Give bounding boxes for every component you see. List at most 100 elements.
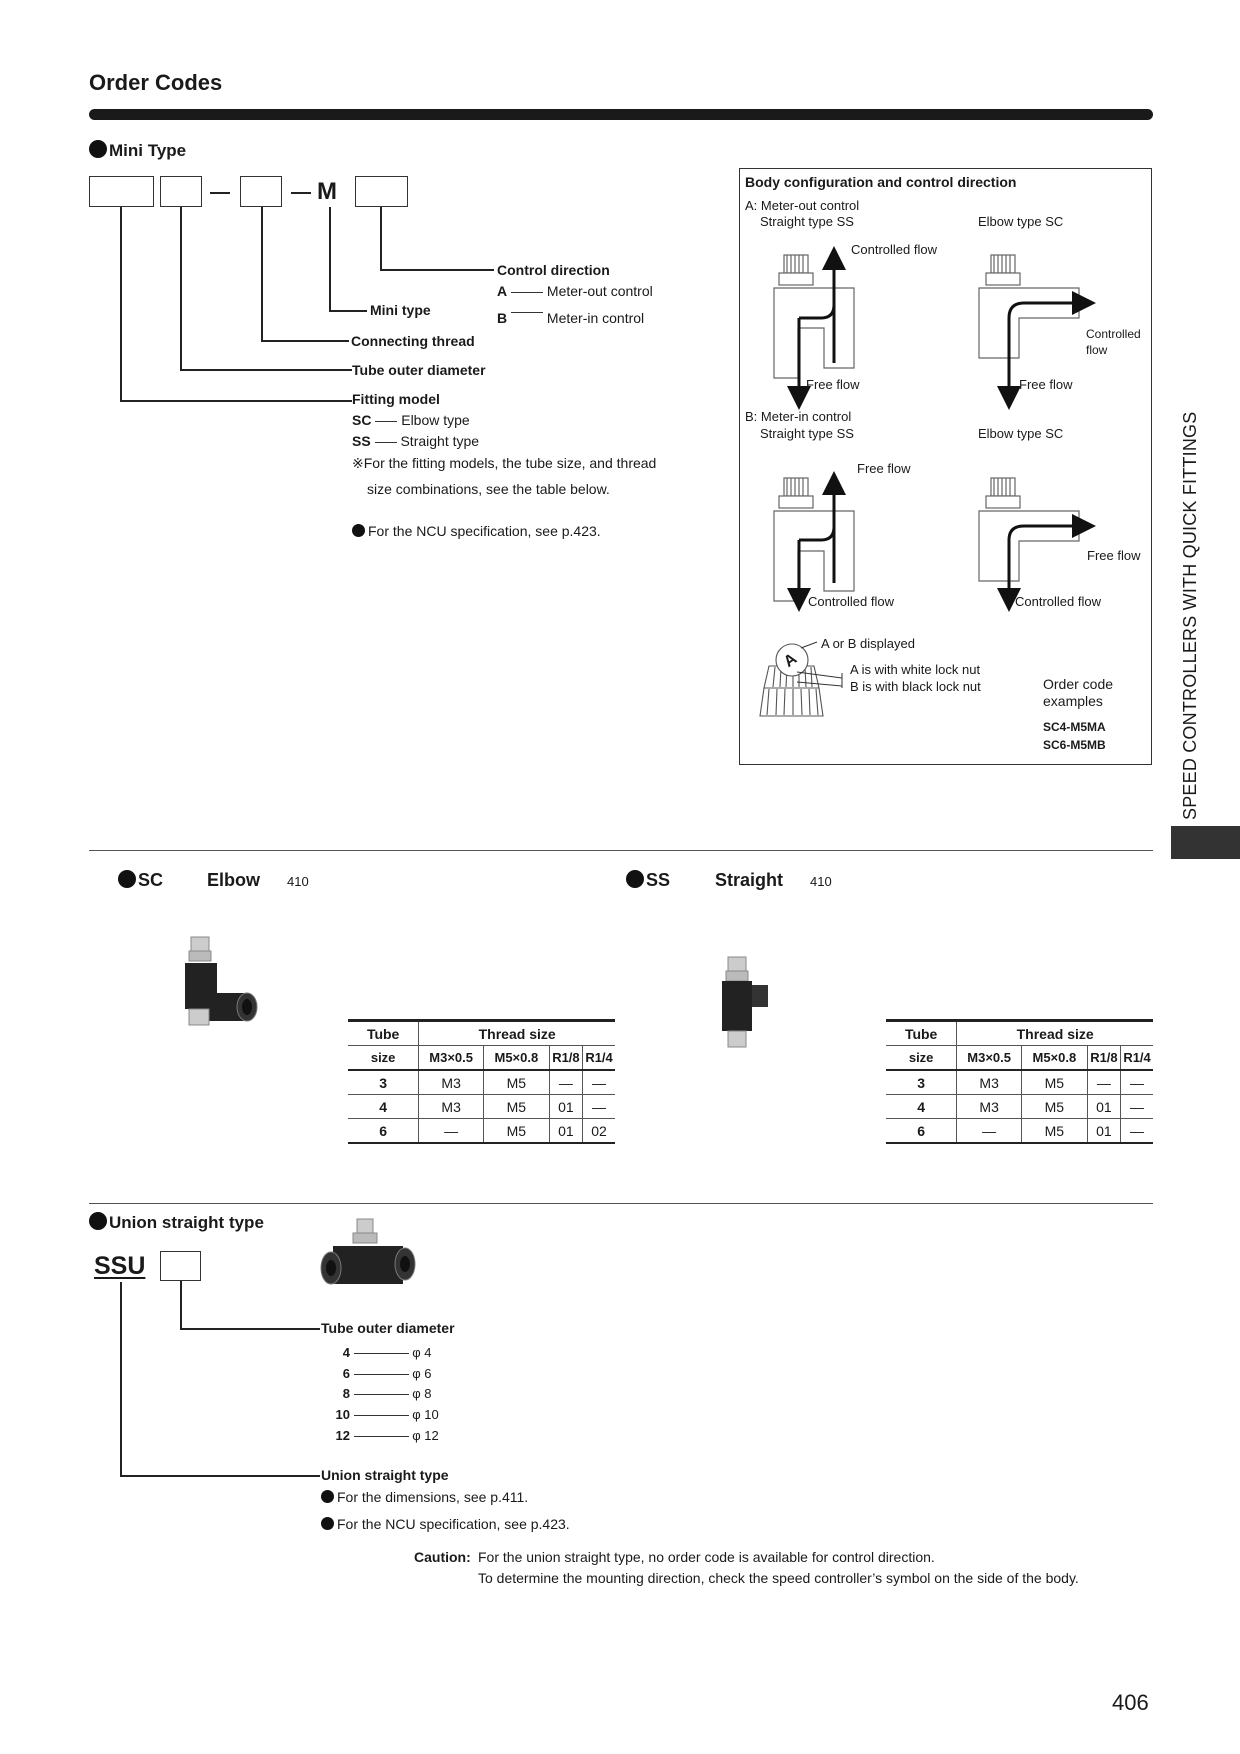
- section-divider: [89, 1203, 1153, 1204]
- ncu-note: For the NCU specification, see p.423.: [352, 523, 601, 539]
- option-b: B Meter-in control: [497, 310, 645, 326]
- caution-line-1: For the union straight type, no order co…: [478, 1549, 935, 1565]
- leader-line: [329, 207, 331, 311]
- code-box-thread: [240, 176, 282, 207]
- size-item: 10 φ 10: [335, 1407, 439, 1423]
- order-example-1: SC4-M5MA: [1043, 720, 1106, 734]
- page-number: 406: [1112, 1690, 1149, 1715]
- union-straight-photo: [320, 1218, 416, 1285]
- leader-line: [120, 1475, 320, 1477]
- bullet-icon: [89, 1212, 107, 1230]
- b-elbow-controlled-flow: Controlled flow: [1015, 594, 1101, 609]
- size-item: 4 φ 4: [342, 1345, 432, 1360]
- code-box-tube: [160, 176, 202, 207]
- sc-page-ref: 410: [287, 874, 309, 889]
- col-header: M5×0.8: [483, 1045, 550, 1071]
- label-mini-type: Mini type: [370, 302, 431, 318]
- title-rule: [89, 109, 1153, 120]
- leader-line: [261, 207, 263, 341]
- a-straight-free-flow: Free flow: [806, 377, 860, 392]
- bullet-icon: [321, 1517, 334, 1530]
- option-a: A Meter-out control: [497, 283, 653, 299]
- thread-header: Thread size: [418, 1019, 615, 1046]
- a-elbow-free-flow: Free flow: [1019, 377, 1073, 392]
- bullet-icon: [352, 524, 365, 537]
- code-box-union-tube: [160, 1251, 201, 1281]
- union-tube-label: Tube outer diameter: [321, 1320, 455, 1336]
- leader-line: [180, 1281, 182, 1329]
- col-header: R1/4: [582, 1045, 615, 1071]
- white-nut-note: A is with white lock nut: [850, 662, 981, 677]
- union-heading: Union straight type: [89, 1212, 264, 1233]
- leader-line: [120, 400, 352, 402]
- tube-header-2: size: [886, 1045, 957, 1071]
- b-elbow-label: Elbow type SC: [978, 426, 1064, 441]
- sc-name: Elbow: [207, 870, 260, 890]
- code-dash: [291, 192, 311, 194]
- label-tube-outer-diameter: Tube outer diameter: [352, 362, 486, 378]
- section-divider: [89, 850, 1153, 851]
- order-examples-label: Order code: [1043, 676, 1114, 692]
- a-elbow-fitting: [978, 254, 1080, 359]
- a-elbow-controlled-flow-2: flow: [1086, 343, 1108, 357]
- leader-line: [261, 340, 349, 342]
- fitting-note-2: size combinations, see the table below.: [367, 481, 610, 497]
- size-item: 8 φ 8: [342, 1386, 432, 1402]
- tube-header: Tube: [886, 1019, 957, 1046]
- a-straight-controlled-flow: Controlled flow: [851, 242, 937, 257]
- fitting-note: ※For the fitting models, the tube size, …: [352, 455, 657, 471]
- leader-line: [180, 1328, 320, 1330]
- col-header: R1/8: [548, 1045, 583, 1071]
- a-elbow-controlled-flow-1: Controlled: [1086, 327, 1141, 341]
- black-nut-note: B is with black lock nut: [850, 679, 981, 694]
- col-header: M3×0.5: [418, 1045, 484, 1071]
- union-type-label: Union straight type: [321, 1467, 449, 1483]
- tube-header-2: size: [348, 1045, 419, 1071]
- label-connecting-thread: Connecting thread: [351, 333, 475, 349]
- b-elbow-free-flow: Free flow: [1087, 548, 1141, 563]
- thread-header: Thread size: [956, 1019, 1153, 1046]
- caution-line-2: To determine the mounting direction, che…: [478, 1570, 1079, 1586]
- b-straight-free-flow: Free flow: [857, 461, 911, 476]
- meter-out-heading: A: Meter-out control: [745, 198, 860, 213]
- flow-diagrams: [759, 246, 1096, 717]
- size-item: 12 φ 12: [335, 1427, 439, 1443]
- code-dash: [210, 192, 230, 194]
- a-straight-label: Straight type SS: [760, 214, 854, 229]
- label-control-direction: Control direction: [497, 262, 610, 278]
- bullet-icon: [626, 870, 644, 888]
- model-sc: SC Elbow type: [352, 412, 470, 428]
- page-title: Order Codes: [89, 70, 223, 95]
- b-straight-label: Straight type SS: [760, 426, 854, 441]
- code-box-model: [89, 176, 154, 207]
- ab-displayed: A or B displayed: [821, 636, 915, 651]
- bullet-icon: [118, 870, 136, 888]
- code-letter-m: M: [317, 178, 337, 205]
- tube-header: Tube: [348, 1019, 419, 1046]
- side-tab-marker: [1171, 826, 1240, 859]
- code-box-direction: [355, 176, 408, 207]
- union-dims-note: For the dimensions, see p.411.: [321, 1489, 528, 1505]
- leader-line: [180, 369, 352, 371]
- arrow-right-icon: [1007, 514, 1096, 578]
- leader-line: [120, 1282, 122, 1476]
- ss-name: Straight: [715, 870, 784, 890]
- model-ss: SS Straight type: [352, 433, 480, 449]
- ss-code: SS: [626, 870, 670, 891]
- arrow-right-icon: [1007, 291, 1096, 358]
- side-tab-label: SPEED CONTROLLERS WITH QUICK FITTINGS: [1180, 411, 1200, 820]
- caution-label: Caution:: [414, 1549, 471, 1565]
- meter-in-heading: B: Meter-in control: [745, 409, 852, 424]
- b-straight-controlled-flow: Controlled flow: [808, 594, 894, 609]
- mini-type-heading: Mini Type: [89, 140, 186, 161]
- col-header: R1/4: [1120, 1045, 1153, 1071]
- a-elbow-label: Elbow type SC: [978, 214, 1064, 229]
